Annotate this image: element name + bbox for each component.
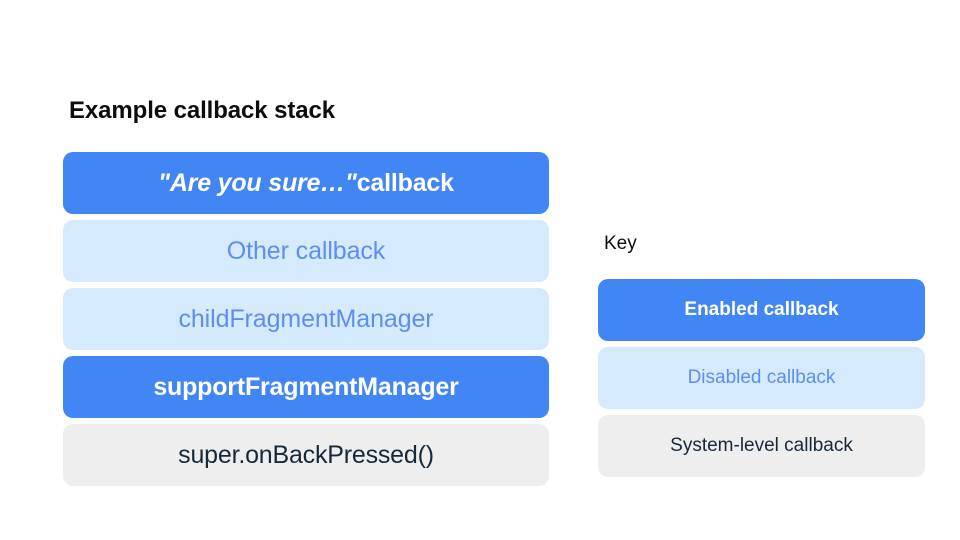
callback-stack-list: "Are you sure…" callback Other callback … bbox=[63, 152, 549, 486]
callback-stack-panel: Example callback stack "Are you sure…" c… bbox=[63, 96, 549, 486]
key-item-disabled-callback: Disabled callback bbox=[598, 347, 925, 409]
stack-item-are-you-sure-callback[interactable]: "Are you sure…" callback bbox=[63, 152, 549, 214]
stack-item-label-plain: callback bbox=[356, 168, 454, 197]
stack-item-child-fragment-manager[interactable]: childFragmentManager bbox=[63, 288, 549, 350]
key-panel: Key Enabled callback Disabled callback S… bbox=[598, 232, 925, 477]
key-list: Enabled callback Disabled callback Syste… bbox=[598, 279, 925, 477]
page-title: Example callback stack bbox=[69, 97, 335, 124]
stack-item-label-quote: "Are you sure…" bbox=[158, 168, 357, 197]
stack-item-support-fragment-manager[interactable]: supportFragmentManager bbox=[63, 356, 549, 418]
key-title: Key bbox=[604, 233, 637, 254]
stack-item-other-callback[interactable]: Other callback bbox=[63, 220, 549, 282]
stack-item-super-on-back-pressed[interactable]: super.onBackPressed() bbox=[63, 424, 549, 486]
key-item-system-level-callback: System-level callback bbox=[598, 415, 925, 477]
key-item-enabled-callback: Enabled callback bbox=[598, 279, 925, 341]
